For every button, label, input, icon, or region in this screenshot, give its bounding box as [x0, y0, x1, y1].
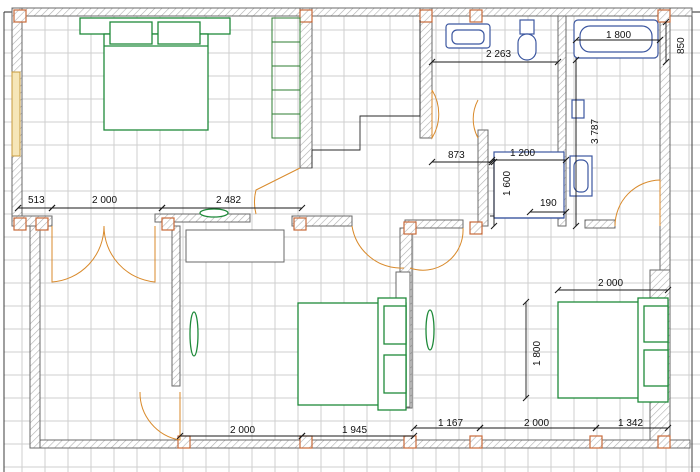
dimension-tick	[490, 222, 498, 230]
dimension-tick	[428, 58, 436, 66]
dimension-tick	[298, 432, 306, 440]
dimension-tick	[562, 208, 570, 216]
dim-label-2263: 2 263	[486, 49, 511, 60]
dim-label-850: 850	[676, 37, 687, 54]
dimension-tick	[554, 286, 562, 294]
dimension-tick	[176, 432, 184, 440]
dim-label-1800-bed3: 1 800	[532, 341, 543, 366]
dim-label-1800-tub: 1 800	[606, 30, 631, 41]
dimension-tick	[656, 36, 664, 44]
double-bed-icon	[79, 17, 231, 131]
column-icon	[657, 435, 671, 449]
shower-tray-icon	[493, 151, 565, 219]
dim-label-513: 513	[28, 195, 45, 206]
toilet-icon	[517, 19, 537, 61]
column-icon	[657, 9, 671, 23]
column-icon	[469, 9, 483, 23]
dimension-tick	[488, 156, 496, 164]
dim-label-3787: 3 787	[590, 119, 601, 144]
column-icon	[469, 221, 483, 235]
dimension-tick	[410, 432, 418, 440]
dimension-tick	[554, 58, 562, 66]
column-icon	[299, 9, 313, 23]
double-bed-icon	[297, 297, 407, 411]
column-icon	[13, 217, 27, 231]
toilet-icon	[569, 99, 593, 197]
dim-label-1200: 1 200	[510, 148, 535, 159]
dim-label-2000-top: 2 000	[92, 195, 117, 206]
dim-label-1945: 1 945	[342, 425, 367, 436]
window-left	[11, 71, 21, 157]
double-bed-icon	[557, 297, 669, 403]
dimension-tick	[592, 424, 600, 432]
door-swing-icon	[51, 89, 661, 441]
dimension-tick	[526, 208, 534, 216]
dimension-lines	[14, 18, 672, 440]
partitions	[185, 20, 577, 263]
wardrobe-icon	[189, 208, 435, 357]
dim-label-1167: 1 167	[438, 418, 463, 429]
dimension-tick	[562, 156, 570, 164]
dimension-tick	[572, 222, 580, 230]
column-icon	[35, 217, 49, 231]
staircase-icon	[271, 17, 301, 139]
dimension-tick	[48, 204, 56, 212]
sink-icon	[445, 23, 491, 49]
column-icon	[161, 217, 175, 231]
dim-label-190: 190	[540, 198, 557, 209]
dimension-tick	[664, 286, 672, 294]
dimension-tick	[476, 424, 484, 432]
dimension-tick	[664, 424, 672, 432]
column-icon	[419, 9, 433, 23]
dimension-tick	[158, 204, 166, 212]
dimension-tick	[662, 58, 670, 66]
column-icon	[403, 435, 417, 449]
bathtub-icon	[573, 19, 659, 59]
dimension-tick	[662, 18, 670, 26]
dim-label-1342: 1 342	[618, 418, 643, 429]
dimension-tick	[428, 158, 436, 166]
dimension-tick	[298, 204, 306, 212]
column-icon	[299, 435, 313, 449]
dim-label-873: 873	[448, 150, 465, 161]
dim-label-1600: 1 600	[502, 171, 513, 196]
column-icon	[589, 435, 603, 449]
dim-label-2000-bottom-right: 2 000	[524, 418, 549, 429]
dimension-tick	[490, 158, 498, 166]
dim-label-2000-bottom-left: 2 000	[230, 425, 255, 436]
dim-label-2000-bed3: 2 000	[598, 278, 623, 289]
dimension-tick	[410, 424, 418, 432]
columns	[13, 9, 671, 449]
dimension-tick	[522, 298, 530, 306]
column-icon	[13, 9, 27, 23]
column-icon	[403, 221, 417, 235]
dimension-tick	[522, 394, 530, 402]
dimension-tick	[572, 36, 580, 44]
dimension-tick	[14, 204, 22, 212]
dimension-tick	[572, 56, 580, 64]
column-icon	[469, 435, 483, 449]
dim-label-2482: 2 482	[216, 195, 241, 206]
column-icon	[293, 217, 307, 231]
